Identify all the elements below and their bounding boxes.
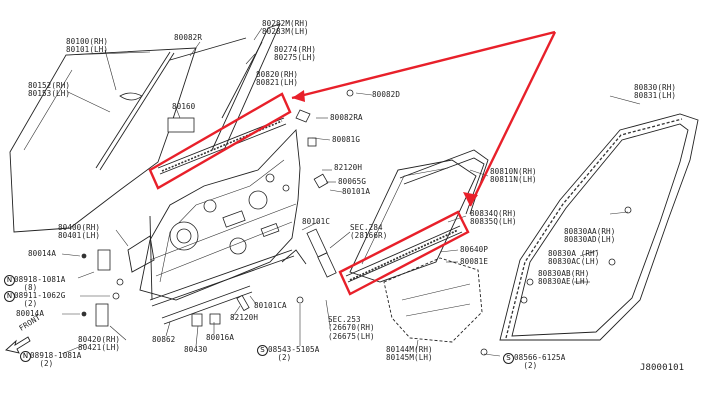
hinges [81, 215, 155, 327]
callout-80862: 80862 [152, 335, 176, 344]
callout-80830ab: 80830AB(RH) 80830AE(LH) [538, 269, 590, 287]
callout-80160: 80160 [172, 102, 196, 111]
callout-80100: 80100(RH) 80101(LH) [66, 37, 109, 55]
callout-80400: 80400(RH) 80401(LH) [58, 223, 101, 241]
callout-82120h-top: 82120H [334, 163, 363, 172]
door-inner-frame [139, 128, 301, 301]
callout-82120h-bot: 82120H [230, 313, 259, 322]
callout-80152: 80152(RH) 80153(LH) [28, 81, 71, 99]
callout-08918-bot: 08918-1081A (2) [30, 351, 82, 369]
callout-80834q: 80834Q(RH) 80835Q(LH) [470, 209, 517, 227]
callout-80810n: 80810N(RH) 80811N(LH) [490, 167, 537, 185]
callout-sec253: SEC.253 (26670(RH) (26675(LH) [328, 315, 375, 341]
n-symbol-1: N [4, 275, 15, 286]
n-symbol-3: N [20, 351, 31, 362]
callout-80830aa: 80830AA(RH) 80830AD(LH) [564, 227, 616, 245]
callout-80016a: 80016A [206, 333, 235, 342]
small-parts [191, 89, 354, 327]
sealing-screen [383, 257, 488, 356]
glass-run-channel [399, 149, 489, 215]
callout-80082d: 80082D [372, 90, 401, 99]
door-weatherstrip [499, 113, 699, 341]
callout-08566: 08566-6125A (2) [514, 353, 566, 371]
inner-belt-strip [345, 225, 463, 283]
callout-80101ca: 80101CA [254, 301, 287, 310]
callout-sec284: SEC.284 (28166R) [350, 223, 388, 241]
diagram-id: J8000101 [640, 363, 685, 373]
n-symbol-2: N [4, 291, 15, 302]
callout-80065g: 80065G [338, 177, 367, 186]
leader-lines [61, 27, 641, 357]
sash-moulding [169, 23, 281, 151]
callout-80830a: 80830A (RH) 80830AC(LH) [548, 249, 600, 267]
callout-80420: 80420(RH) 80421(LH) [78, 335, 121, 353]
callout-80144m: 80144M(RH) 80145M(LH) [386, 345, 433, 363]
door-outer-panel [9, 47, 197, 233]
highlight-annotations [148, 30, 557, 296]
s-symbol-2: S [503, 353, 514, 364]
callout-80282m: 80282M(RH) 80283M(LH) [262, 19, 309, 37]
callout-80640p: 80640P [460, 245, 489, 254]
callout-80081g: 80081G [332, 135, 361, 144]
callout-80082ra: 80082RA [330, 113, 363, 122]
callout-80830: 80830(RH) 80831(LH) [634, 83, 677, 101]
s-symbol-1: S [257, 345, 268, 356]
sill-strip [149, 249, 295, 325]
callout-80014a-top: 80014A [28, 249, 57, 258]
callout-80082r: 80082R [174, 33, 203, 42]
callout-08543: 08543-5105A (2) [268, 345, 320, 363]
callout-80820: 80820(RH) 80821(LH) [256, 70, 299, 88]
door-glass [349, 159, 477, 283]
callout-80274: 80274(RH) 80275(LH) [274, 45, 317, 63]
front-arrow [5, 336, 31, 354]
callout-08918-top: 08918-1081A (8) [14, 275, 66, 293]
callout-80430: 80430 [184, 345, 208, 354]
callout-08911: 08911-1062G (2) [14, 291, 66, 309]
callout-80081e: 80081E [460, 257, 489, 266]
callout-80101a: 80101A [342, 187, 371, 196]
callout-80014a-bot: 80014A [16, 309, 45, 318]
outer-handle [119, 92, 195, 133]
callout-80101c: 80101C [302, 217, 331, 226]
